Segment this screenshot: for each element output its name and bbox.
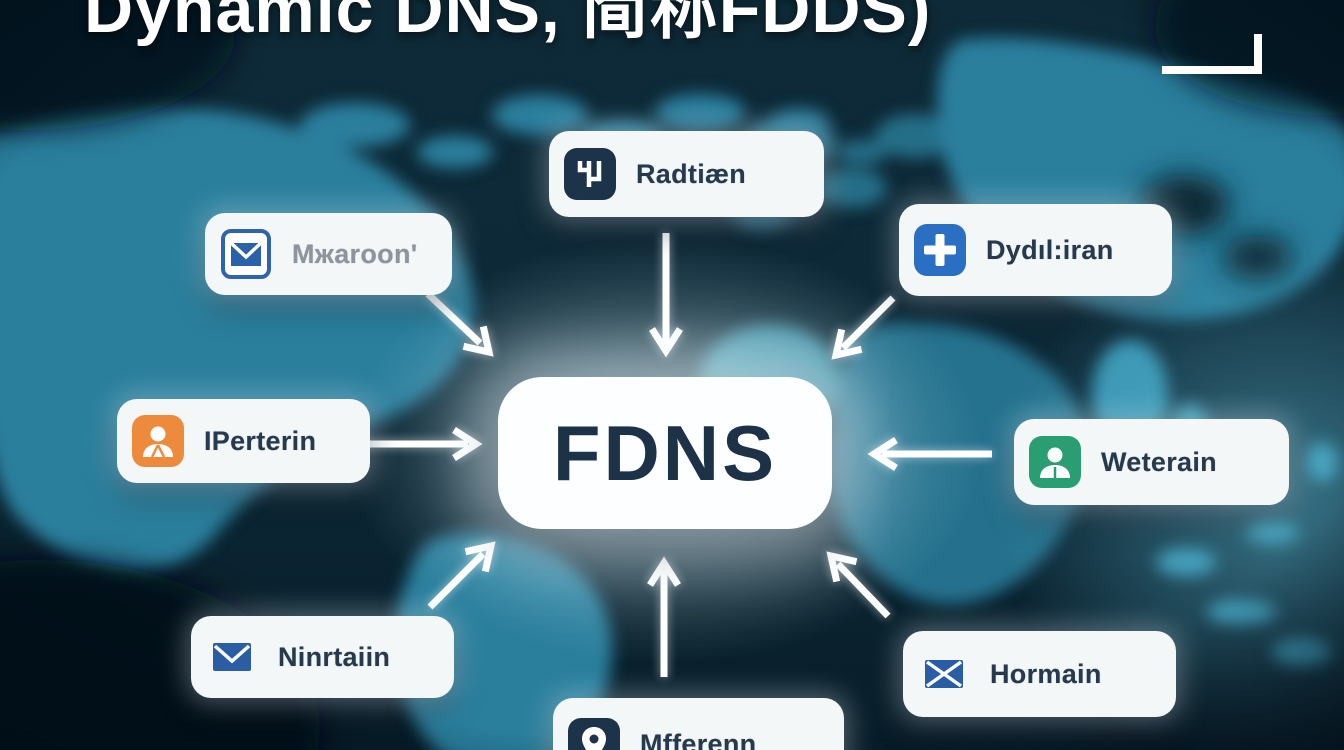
central-label: FDNS bbox=[552, 408, 778, 497]
arrow-ninrtaiin-to-center bbox=[427, 541, 496, 610]
node-label: Radtiæn bbox=[636, 158, 747, 189]
title-underline-corner bbox=[1254, 34, 1262, 74]
mail-solid-icon bbox=[206, 631, 258, 683]
person-icon bbox=[1029, 436, 1081, 488]
plus-icon bbox=[914, 224, 966, 276]
node-radtizen: Radtiæn bbox=[549, 131, 824, 217]
arrow-weterain-to-center bbox=[867, 437, 992, 471]
node-label: Dydıl:iran bbox=[986, 234, 1114, 265]
node-weterain: Weterain bbox=[1014, 419, 1289, 505]
person-icon bbox=[132, 415, 184, 467]
location-pin-icon bbox=[568, 718, 620, 750]
arrow-mfferenn-to-center bbox=[647, 556, 681, 677]
page-title: Dynamic DNS, 简称FDDS) bbox=[84, 0, 932, 47]
arrow-iperterin-to-center bbox=[359, 427, 483, 461]
node-hormain: Hormain bbox=[903, 631, 1176, 717]
node-label: Weterain bbox=[1101, 446, 1217, 477]
mail-cross-icon bbox=[918, 648, 970, 700]
node-label: Mжaroon' bbox=[292, 238, 418, 269]
central-fdns-node: FDNS bbox=[498, 377, 832, 529]
node-label: IPerterin bbox=[204, 425, 317, 456]
maze-logo-icon bbox=[564, 148, 616, 200]
node-mfferenn: Mfferenn bbox=[553, 698, 844, 750]
node-ninrtaiin: Ninrtaiin bbox=[191, 616, 454, 698]
node-dydiliran: Dydıl:iran bbox=[899, 204, 1172, 296]
node-label: Mfferenn bbox=[640, 728, 757, 750]
node-label: Ninrtaiin bbox=[278, 641, 391, 672]
arrow-hormain-to-center bbox=[826, 551, 891, 619]
title-underline bbox=[1162, 66, 1262, 74]
node-maroon: Mжaroon' bbox=[205, 213, 452, 295]
node-iperterin: IPerterin bbox=[117, 399, 370, 483]
node-label: Hormain bbox=[990, 658, 1102, 689]
arrow-radtizen-to-center bbox=[649, 233, 683, 358]
arrow-maroon-to-center bbox=[425, 291, 494, 357]
arrow-dydiliran-to-center bbox=[831, 295, 896, 360]
mail-outline-icon bbox=[220, 228, 272, 280]
